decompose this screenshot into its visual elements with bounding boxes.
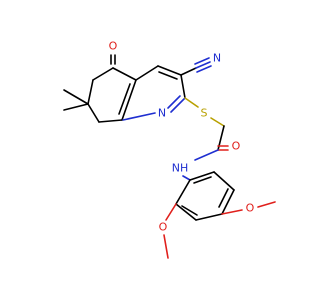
bond-c4a-c5 [112,67,137,81]
bond-c4a-c8a [121,79,137,121]
bond-c5-c6 [92,67,114,81]
bond-ar-c2-c3-inner [181,205,198,216]
atom-n-ring: N [158,107,166,120]
bond-methoxy-2-methyl [163,234,169,259]
molecule-structure: O N N S O NH O O [63,40,276,259]
bond-ar-c4-c5 [221,189,235,215]
atom-labels: O N N S O NH O O [109,40,255,234]
bond-ar-c2-c3 [175,203,197,221]
bond-c4-c3 [157,65,182,76]
atom-o-amide: O [232,140,241,153]
atom-o-methoxy-4: O [246,202,255,215]
bond-c7-methyl-a [63,89,89,105]
bond-c7-methyl-b [63,103,89,111]
bond-nh-aryl [182,175,191,181]
bond-c2-n1 [170,97,186,113]
bond-cyano-triple-1 [195,61,211,69]
bonds [63,54,276,259]
bond-n1-c8a [122,112,156,121]
bond-s-ch2 [210,117,225,127]
bond-ar-c4-methoxy-o [221,209,243,215]
atom-s-thioether: S [201,107,208,120]
bond-c2-n1-inner [167,95,181,109]
bond-c7-c8 [87,103,100,123]
bond-ar-c4-c5-inner [218,188,229,208]
bond-ar-c6-c1 [189,171,215,181]
bond-cyano-triple-2 [194,57,210,65]
bond-cyano-triple-3 [196,65,212,73]
atom-nh-amide: NH [172,162,189,175]
bond-c8-c8a [98,119,123,123]
bond-c4-c3-inner [158,71,178,80]
bond-c6-c7 [87,79,94,105]
atom-o-ketone: O [109,40,118,53]
bond-ar-c6-c1-inner [193,176,212,184]
bond-c3-c2 [180,74,186,99]
bond-c4a-c8a-inner [118,83,131,115]
atom-n-cyano: N [213,52,221,65]
bond-ar-c2-methoxy-o [165,203,177,221]
bond-ar-c3-c4 [195,213,223,221]
atom-o-methoxy-2: O [159,221,168,234]
bond-carbonyl-nh [194,149,219,161]
bond-methoxy-4-methyl [257,201,276,208]
bond-ar-c5-c6 [213,171,235,191]
bond-c2-s [184,97,199,108]
bond-c4a-c4 [135,65,159,81]
bond-c3-cyano [180,67,197,76]
bond-ar-c1-c2 [175,179,191,205]
